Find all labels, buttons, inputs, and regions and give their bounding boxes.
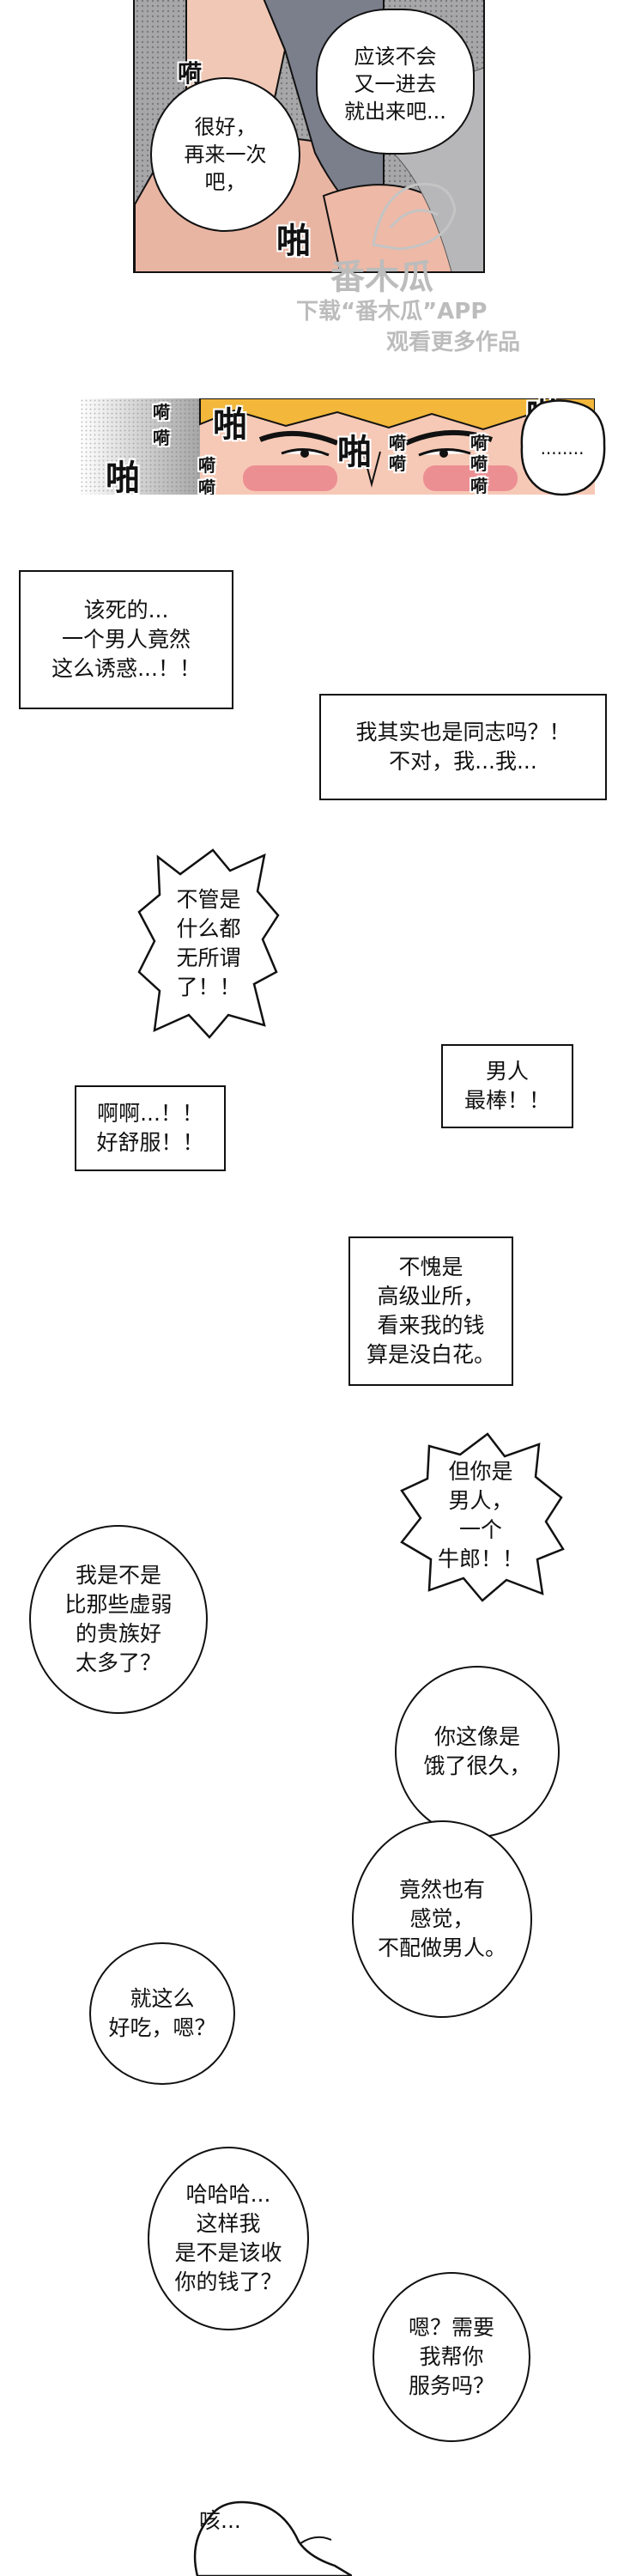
shout-bubble: 不管是 什么都 无所谓 了！！: [136, 847, 282, 1041]
bubble-text: 不管是 什么都 无所谓 了！！: [176, 887, 241, 999]
sfx-text: 啪: [106, 459, 140, 495]
sfx-text: 嗬: [153, 402, 170, 422]
speech-bubble: 我是不是 比那些虚弱 的贵族好 太多了？: [29, 1525, 208, 1714]
caption-box: 我其实也是同志吗？！ 不对，我...我...: [319, 694, 607, 800]
sfx-text: 嗬: [153, 428, 170, 448]
sfx-text: 啪: [337, 433, 372, 472]
thought-bubble: ........: [515, 397, 609, 500]
sfx-text: 嗬: [198, 477, 215, 495]
hand-drawing: [193, 2500, 352, 2576]
bubble-text: 但你是 男人， 一个 牛郎！！: [437, 1459, 524, 1571]
bubble-text: ........: [540, 438, 585, 459]
watermark-line: 下载“番木瓜”APP: [296, 299, 488, 325]
bubble-text: 咳...: [199, 2508, 241, 2533]
caption-box: 不愧是 高级业所， 看来我的钱 算是没白花。: [348, 1236, 513, 1386]
shout-bubble: 但你是 男人， 一个 牛郎！！: [395, 1429, 566, 1602]
sfx-text: 嗬: [198, 455, 215, 476]
sfx-text: 嗬: [470, 433, 488, 453]
speech-bubble: 就这么 好吃，嗯？: [89, 1942, 235, 2085]
sfx-text: 嗬: [470, 476, 488, 495]
speech-bubble: 哈哈哈... 这样我 是不是该收 你的钱了？: [148, 2147, 309, 2330]
watermark-brand: 番木瓜: [330, 258, 433, 297]
watermark-logo: [372, 182, 457, 251]
sfx-text: 啪: [276, 222, 311, 261]
caption-box: 啊啊...！！ 好舒服！！: [75, 1085, 226, 1171]
speech-bubble: 嗯？需要 我帮你 服务吗？: [373, 2272, 530, 2442]
speech-bubble: 你这像是 饿了很久，: [395, 1666, 560, 1838]
caption-box: 男人 最棒！！: [441, 1044, 573, 1128]
sfx-text: 嗬: [470, 453, 488, 474]
sfx-text: 嗬: [389, 433, 406, 453]
speech-bubble: 很好， 再来一次 吧，: [150, 77, 300, 232]
speech-bubble: 竟然也有 感觉， 不配做男人。: [352, 1820, 532, 2018]
caption-box: 该死的... 一个男人竟然 这么诱惑...！！: [19, 570, 233, 709]
watermark-line: 观看更多作品: [386, 330, 521, 355]
sfx-text: 嗬: [389, 453, 406, 474]
speech-bubble: 应该不会 又一进去 就出来吧...: [316, 9, 475, 155]
sfx-text: 啪: [213, 405, 247, 445]
